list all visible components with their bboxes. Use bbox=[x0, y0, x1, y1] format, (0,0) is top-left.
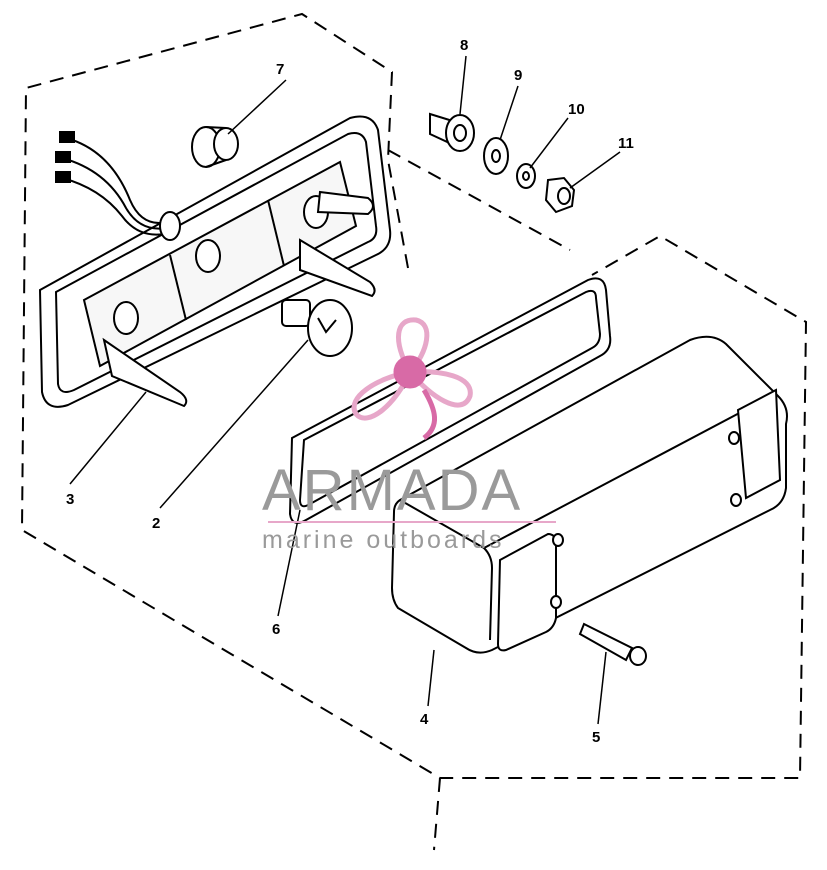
brand-tagline: marine outboards bbox=[262, 526, 505, 554]
callout-6: 6 bbox=[272, 621, 280, 638]
bulb bbox=[281, 299, 353, 357]
bushing bbox=[429, 112, 475, 152]
nut bbox=[544, 176, 576, 214]
brand-watermark: ARMADA marine outboards bbox=[262, 317, 556, 554]
leader-lines bbox=[69, 55, 621, 725]
callout-9: 9 bbox=[514, 67, 522, 84]
callout-4: 4 bbox=[420, 711, 429, 728]
assembly-outline bbox=[20, 12, 808, 851]
callout-labels: 2 3 4 5 6 7 8 9 10 11 bbox=[66, 37, 634, 746]
brand-name: ARMADA bbox=[262, 458, 522, 523]
wiring-harness bbox=[55, 131, 181, 241]
lock-washer bbox=[516, 163, 536, 189]
callout-11: 11 bbox=[618, 135, 634, 152]
callout-8: 8 bbox=[460, 37, 468, 54]
grommet bbox=[191, 126, 239, 168]
flat-washer bbox=[483, 137, 509, 175]
callout-7: 7 bbox=[276, 61, 284, 78]
callout-5: 5 bbox=[592, 729, 600, 746]
callout-2: 2 bbox=[152, 515, 160, 532]
lens-cover bbox=[390, 335, 788, 654]
propeller-logo-icon bbox=[351, 317, 473, 440]
screw bbox=[578, 622, 647, 666]
callout-3: 3 bbox=[66, 491, 74, 508]
callout-10: 10 bbox=[568, 101, 585, 118]
lamp-base bbox=[38, 115, 392, 408]
